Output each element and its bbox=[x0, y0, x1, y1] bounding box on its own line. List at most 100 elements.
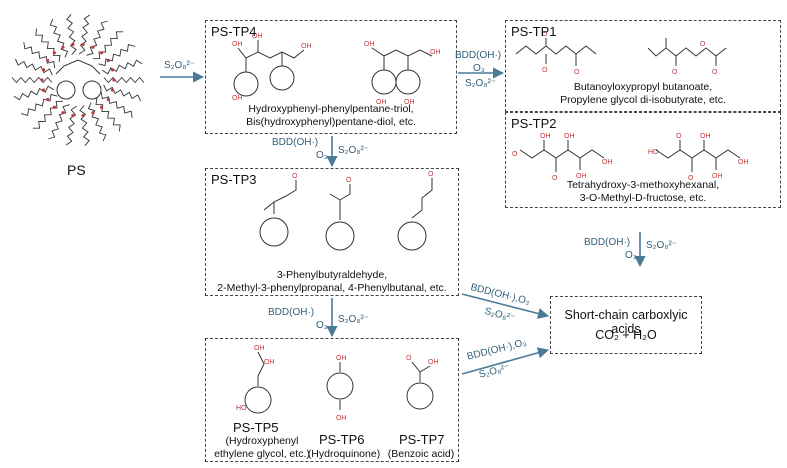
box-ps-tp2: PS-TP2 Tetrahydroxy-3-methoxyhexanal,3-O… bbox=[505, 112, 781, 208]
svg-text:OH: OH bbox=[404, 99, 415, 106]
ps-chain bbox=[103, 76, 145, 84]
ps-chain bbox=[98, 44, 136, 67]
ps-chain bbox=[65, 105, 78, 146]
svg-text:OH: OH bbox=[301, 43, 312, 50]
label-tp2-to-final-b: O₃ bbox=[625, 250, 637, 261]
tp1-structure-2 bbox=[647, 38, 727, 66]
svg-text:OH: OH bbox=[430, 49, 441, 56]
ps-chain bbox=[79, 105, 90, 146]
box-ps-tp3: PS-TP3 3-Phenylbutyraldehyde,2-Methyl-3-… bbox=[205, 168, 459, 296]
ps-chain bbox=[87, 102, 107, 142]
svg-text:O: O bbox=[292, 173, 298, 180]
label-tp4-to-tp3-b: O₃ bbox=[316, 150, 328, 161]
box-ps-tp1: PS-TP1 Butanoyloxypropyl butanoate,Propy… bbox=[505, 20, 781, 112]
svg-text:O: O bbox=[574, 69, 580, 76]
label-tp2-to-final-a: BDD(OH·) bbox=[584, 237, 631, 248]
label-tp2-to-final-c: S₂O₈²⁻ bbox=[646, 240, 678, 251]
tp3-title: PS-TP3 bbox=[211, 172, 257, 187]
ps-backbone bbox=[55, 59, 101, 75]
ps-chain bbox=[101, 59, 143, 75]
ps-oxygen-dot bbox=[46, 58, 50, 63]
tp7-title: PS-TP7 bbox=[399, 432, 445, 447]
ps-chain bbox=[23, 42, 56, 69]
ps-chain bbox=[13, 85, 55, 101]
tp1-caption: Butanoyloxypropyl butanoate,Propylene gl… bbox=[560, 81, 726, 106]
svg-text:OH: OH bbox=[564, 133, 575, 140]
ps-oxygen-dot bbox=[100, 51, 104, 55]
ps-oxygen-dot bbox=[106, 58, 110, 63]
ps-phenyl-ring bbox=[56, 80, 76, 100]
ps-chain bbox=[93, 31, 124, 60]
tp3-oxygens: OOO bbox=[292, 171, 434, 184]
ps-oxygen-dot bbox=[52, 51, 57, 55]
tp2-title: PS-TP2 bbox=[511, 116, 557, 131]
svg-text:OH: OH bbox=[252, 33, 263, 40]
ps-oxygen-dot bbox=[40, 78, 44, 82]
ps-oxygen-dot bbox=[71, 114, 75, 118]
ps-chain bbox=[49, 18, 69, 58]
ps-oxygen-dot bbox=[110, 68, 115, 72]
tp1-title: PS-TP1 bbox=[511, 24, 557, 39]
ps-chain bbox=[100, 91, 133, 118]
svg-text:O: O bbox=[428, 171, 434, 178]
ps-oxygen-dot bbox=[46, 97, 50, 102]
svg-text:OH: OH bbox=[738, 159, 749, 166]
svg-text:O: O bbox=[512, 151, 518, 158]
label-tp4-to-tp1-b: O₃ bbox=[473, 63, 485, 74]
label-tp4-to-tp3-a: BDD(OH·) bbox=[272, 137, 319, 148]
arrow-tp567-to-final bbox=[461, 347, 550, 375]
ps-chain bbox=[14, 58, 53, 76]
tp6-caption: (Hydroquinone) bbox=[307, 448, 381, 460]
svg-text:OH: OH bbox=[232, 95, 243, 102]
svg-text:OH: OH bbox=[364, 41, 375, 48]
svg-text:OH: OH bbox=[376, 99, 387, 106]
label-tp4-to-tp1-c: S₂O₈²⁻ bbox=[465, 78, 497, 89]
svg-text:O: O bbox=[346, 177, 352, 184]
tp2-structure-1 bbox=[519, 140, 605, 172]
ps-chain bbox=[95, 97, 121, 132]
tp3-structure-1 bbox=[259, 180, 297, 247]
tp4-caption: Hydroxyphenyl-phenylpentane-triol,Bis(hy… bbox=[246, 103, 416, 128]
final-line1: Short-chain carboxlyic acids bbox=[564, 308, 688, 336]
ps-oxygen-dot bbox=[81, 114, 85, 118]
tp4-structure-1 bbox=[233, 40, 305, 97]
ps-chain bbox=[103, 84, 142, 102]
ps-chain bbox=[48, 104, 70, 140]
tp5-structure bbox=[244, 351, 272, 414]
ps-chain bbox=[20, 93, 58, 116]
tp1-oxygens: O O O O O O bbox=[542, 31, 718, 76]
svg-text:O: O bbox=[406, 355, 412, 362]
label-tp4-to-tp1-a: BDD(OH·) bbox=[455, 50, 502, 61]
ps-oxygen-dot bbox=[106, 97, 110, 102]
box-final-products: Short-chain carboxlyic acids CO₂ + H₂O bbox=[550, 296, 702, 354]
svg-text:O: O bbox=[672, 69, 678, 76]
svg-text:O: O bbox=[542, 67, 548, 74]
tp4-title: PS-TP4 bbox=[211, 24, 257, 39]
svg-text:OH: OH bbox=[428, 359, 439, 366]
ps-oxygen-dot bbox=[61, 111, 65, 115]
tp3-structure-3 bbox=[397, 178, 433, 251]
svg-text:O: O bbox=[700, 41, 706, 48]
arrow-tp3-to-final bbox=[461, 293, 550, 319]
ps-oxygen-dot bbox=[110, 88, 115, 92]
svg-text:O: O bbox=[712, 69, 718, 76]
ps-chain bbox=[78, 14, 91, 55]
tp6-structure bbox=[326, 362, 354, 410]
svg-text:OH: OH bbox=[712, 173, 723, 180]
svg-text:O: O bbox=[542, 31, 548, 38]
tp4-structure-2 bbox=[371, 47, 433, 95]
ps-chain bbox=[86, 20, 108, 56]
svg-text:OH: OH bbox=[576, 173, 587, 180]
box-ps-tp4: PS-TP4 Hydroxyphenyl-phenylpentane-triol… bbox=[205, 20, 457, 134]
svg-text:O: O bbox=[552, 175, 558, 182]
svg-text:OH: OH bbox=[264, 359, 275, 366]
tp3-structure-2 bbox=[325, 184, 355, 251]
ps-chain bbox=[66, 14, 77, 55]
label-tp3-to-tp567-a: BDD(OH·) bbox=[268, 307, 315, 318]
